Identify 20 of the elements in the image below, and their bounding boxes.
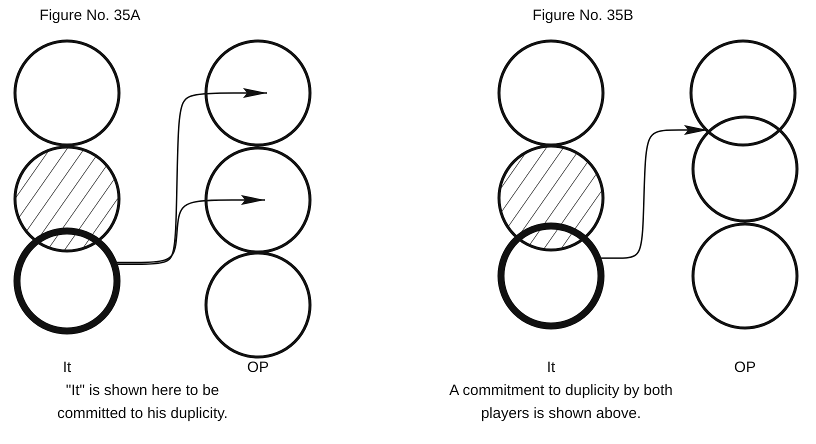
circle [204,40,312,146]
hatched-circle [14,146,120,252]
circle [14,40,120,146]
circle [204,252,312,358]
figure-title: Figure No. 35B [532,6,634,26]
bold-circle [14,228,120,334]
column-label: OP [733,358,757,378]
hatched-circle [498,144,604,252]
column-label: It [546,358,556,378]
bold-circle [498,222,604,330]
circle [204,146,312,254]
column-label: It [62,358,72,378]
circle [690,40,796,146]
column-label: OP [246,358,270,378]
circle [498,40,604,146]
figure-title: Figure No. 35A [38,6,142,26]
caption: A commitment to duplicity by both players is shown above. [448,381,674,424]
caption: "It" is shown here to be committed to his duplicity. [56,381,229,424]
circle [692,222,798,330]
circle [692,116,798,222]
